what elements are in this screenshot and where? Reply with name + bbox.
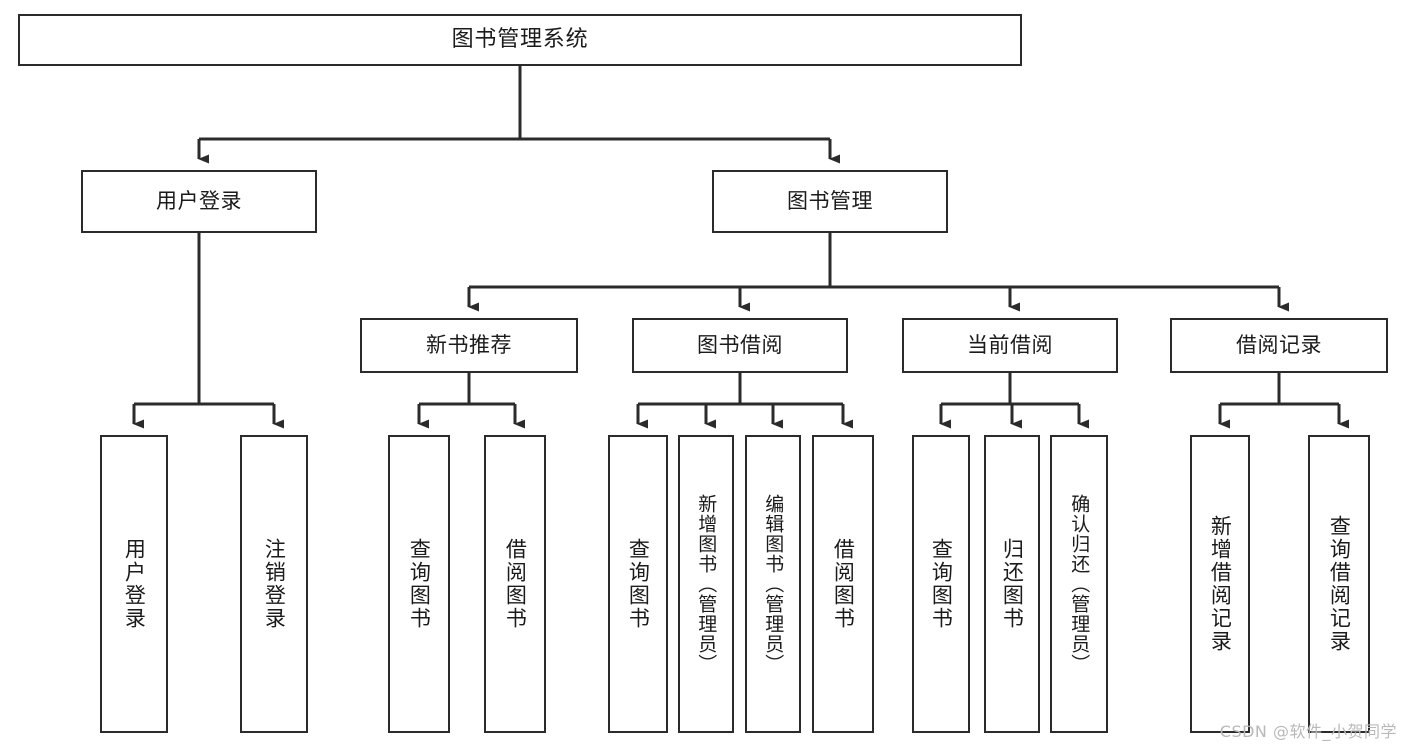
node-label: 归还图书 [1000, 538, 1025, 630]
node-user-login[interactable]: 用户登录 [81, 170, 317, 233]
node-leaf-query-book-borrow[interactable]: 查询图书 [608, 435, 668, 733]
node-label: 查询图书 [929, 538, 954, 630]
node-label: 借阅图书 [503, 538, 528, 630]
node-label: 借阅记录 [1236, 332, 1322, 357]
node-label: 编辑图书（管理员） [762, 494, 785, 674]
node-label: 查询图书 [626, 538, 651, 630]
node-label: 用户登录 [156, 188, 242, 213]
node-leaf-query-book-rec[interactable]: 查询图书 [388, 435, 450, 733]
node-book-manage[interactable]: 图书管理 [712, 170, 948, 233]
node-leaf-edit-book-admin[interactable]: 编辑图书（管理员） [745, 435, 801, 733]
node-borrow-record[interactable]: 借阅记录 [1170, 318, 1388, 373]
node-leaf-add-borrow-record[interactable]: 新增借阅记录 [1190, 435, 1250, 733]
node-new-book-recommend[interactable]: 新书推荐 [360, 318, 578, 373]
node-label: 图书管理系统 [451, 26, 589, 52]
node-root[interactable]: 图书管理系统 [18, 14, 1022, 66]
node-label: 当前借阅 [967, 332, 1053, 357]
node-leaf-borrow-book[interactable]: 借阅图书 [812, 435, 874, 733]
node-label: 查询图书 [407, 538, 432, 630]
node-book-borrow[interactable]: 图书借阅 [632, 318, 848, 373]
node-leaf-user-login[interactable]: 用户登录 [100, 435, 168, 733]
node-current-borrow[interactable]: 当前借阅 [902, 318, 1118, 373]
node-label: 注销登录 [262, 538, 287, 630]
node-leaf-query-book-cur[interactable]: 查询图书 [912, 435, 970, 733]
node-label: 查询借阅记录 [1327, 515, 1352, 653]
node-label: 新增图书（管理员） [695, 494, 718, 674]
node-leaf-add-book-admin[interactable]: 新增图书（管理员） [678, 435, 734, 733]
node-leaf-borrow-book-rec[interactable]: 借阅图书 [484, 435, 546, 733]
node-leaf-query-borrow-record[interactable]: 查询借阅记录 [1308, 435, 1370, 733]
node-label: 确认归还（管理员） [1068, 494, 1091, 674]
node-label: 新增借阅记录 [1208, 515, 1233, 653]
node-label: 新书推荐 [426, 332, 512, 357]
node-label: 图书管理 [787, 188, 873, 213]
node-leaf-return-book[interactable]: 归还图书 [984, 435, 1040, 733]
node-leaf-confirm-return-admin[interactable]: 确认归还（管理员） [1050, 435, 1108, 733]
node-label: 图书借阅 [697, 332, 783, 357]
node-leaf-user-logout[interactable]: 注销登录 [240, 435, 308, 733]
node-label: 用户登录 [122, 538, 147, 630]
node-label: 借阅图书 [831, 538, 856, 630]
